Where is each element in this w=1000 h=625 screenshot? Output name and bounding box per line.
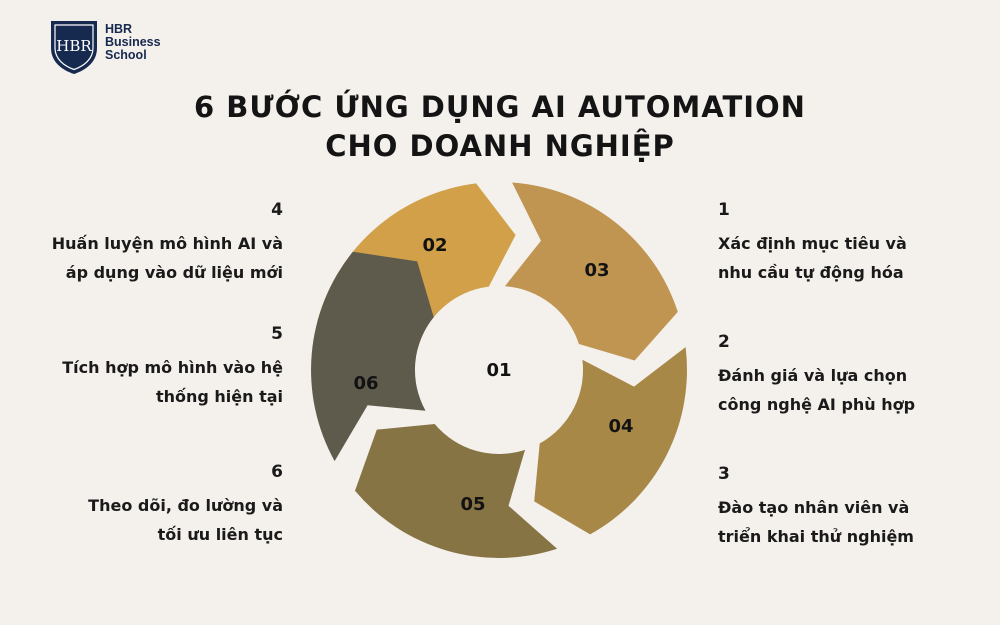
- step-4: 4 Huấn luyện mô hình AI và áp dụng vào d…: [0, 196, 283, 287]
- step-6: 6 Theo dõi, đo lường và tối ưu liên tục: [0, 458, 283, 549]
- step-2-text: Đánh giá và lựa chọn công nghệ AI phù hợ…: [718, 366, 916, 414]
- title-line-2: CHO DOANH NGHIỆP: [325, 129, 675, 163]
- wheel-segment-label-06: 06: [353, 373, 378, 394]
- step-5: 5 Tích hợp mô hình vào hệ thống hiện tại: [0, 320, 283, 411]
- wheel-segment-04: [534, 347, 687, 535]
- wheel-segment-label-04: 04: [608, 416, 633, 437]
- step-1: 1 Xác định mục tiêu và nhu cầu tự động h…: [718, 196, 1000, 287]
- step-3-text: Đào tạo nhân viên và triển khai thử nghi…: [718, 498, 914, 546]
- step-2: 2 Đánh giá và lựa chọn công nghệ AI phù …: [718, 328, 1000, 419]
- logo-line-3: School: [105, 48, 147, 62]
- step-2-number: 2: [718, 332, 730, 352]
- wheel-center-circle: [422, 293, 576, 447]
- wheel-segments: 02 03 04 05 06: [311, 182, 687, 558]
- wheel-segment-03: [504, 182, 678, 361]
- hbr-logo: HBR HBR Business School: [48, 18, 178, 78]
- step-4-number: 4: [271, 200, 283, 220]
- logo-line-2: Business: [105, 35, 161, 49]
- wheel-segment-label-03: 03: [584, 260, 609, 281]
- step-4-text: Huấn luyện mô hình AI và áp dụng vào dữ …: [51, 234, 283, 282]
- logo-wordmark: HBR Business School: [105, 23, 161, 62]
- logo-line-1: HBR: [105, 22, 133, 36]
- step-3: 3 Đào tạo nhân viên và triển khai thử ng…: [718, 460, 1000, 551]
- step-6-number: 6: [271, 462, 283, 482]
- step-3-number: 3: [718, 464, 730, 484]
- wheel-segment-05: [355, 424, 558, 558]
- center-label: 01: [486, 360, 511, 381]
- shield-logo-icon: HBR: [51, 21, 97, 74]
- step-1-text: Xác định mục tiêu và nhu cầu tự động hóa: [718, 234, 907, 282]
- step-5-text: Tích hợp mô hình vào hệ thống hiện tại: [62, 358, 283, 406]
- step-6-text: Theo dõi, đo lường và tối ưu liên tục: [88, 496, 283, 544]
- step-1-number: 1: [718, 200, 730, 220]
- logo-monogram: HBR: [56, 37, 92, 55]
- wheel-segment-label-02: 02: [422, 235, 447, 256]
- wheel-segment-label-05: 05: [460, 494, 485, 515]
- title-line-1: 6 BƯỚC ỨNG DỤNG AI AUTOMATION: [194, 90, 806, 124]
- wheel-segment-06: [311, 251, 434, 462]
- page-title: 6 BƯỚC ỨNG DỤNG AI AUTOMATION CHO DOANH …: [0, 88, 1000, 166]
- step-5-number: 5: [271, 324, 283, 344]
